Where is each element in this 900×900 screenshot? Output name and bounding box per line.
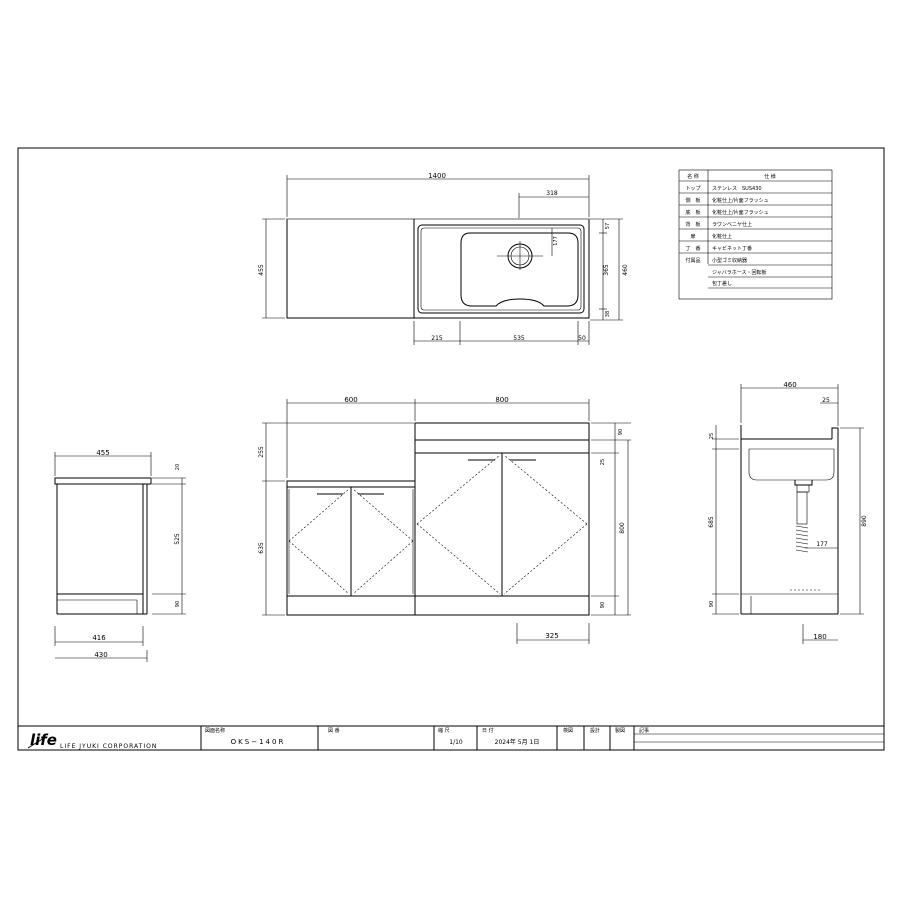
dim-25: 25 [600,459,606,465]
spec-row-value: ラワンベニヤ仕上 [712,221,752,228]
dim-318: 318 [546,190,558,197]
dim-430: 430 [94,651,107,659]
right-side-view: 460 25 25 685 90 890 177 180 [708,381,868,644]
dim-215: 215 [431,335,443,342]
dim-600: 600 [344,396,357,404]
spec-row-name: 背 板 [685,221,700,228]
dim-455: 455 [96,449,109,457]
check-label: 検図 [563,727,573,734]
drawing-name: OKS−140R [231,738,286,746]
spec-row-name: 側 板 [685,197,700,204]
front-view: 600 800 255 635 90 25 800 90 325 [258,396,631,644]
dim-325: 325 [545,632,558,640]
dim-57: 57 [605,223,611,229]
bellows-hose [795,525,809,553]
company-logo: life [30,731,57,749]
sheet-border [17,147,885,751]
dim-255: 255 [258,446,265,458]
company-name: LIFE JYUKI CORPORATION [60,743,157,750]
spec-table: 名 称 仕 様 トップ ステンレス SUS430 側 板 化粧仕上/片面フラッシ… [678,169,833,300]
drawing-name-label: 図面名称 [205,727,225,734]
left-side-view: 455 20 525 90 416 430 [54,449,186,662]
spec-row-name: 付属品 [685,257,700,264]
spec-row-name: 扉 [690,233,695,240]
spec-row-value: 化粧仕上/片面フラッシュ [712,209,769,216]
notes-label: 記事 [639,727,649,734]
dim-460: 460 [783,381,796,389]
spec-row-name: 丁 番 [685,245,700,252]
design-label: 設計 [590,727,600,734]
dim-525: 525 [174,533,181,545]
spec-row-value: キャビネット丁番 [712,245,752,252]
dim-38: 38 [605,311,611,317]
dim-800: 800 [495,396,508,404]
dim-455: 455 [258,264,265,276]
spec-row-value: ジャバラホース・回転板 [712,269,767,276]
plan-view: 1400 318 455 460 57 365 38 177 215 535 5… [258,172,629,345]
dim-177: 177 [553,236,559,246]
spec-row-name: トップ [685,186,700,192]
scale-value: 1/10 [449,739,463,746]
dim-25: 25 [709,433,715,439]
dim-635: 635 [258,542,265,554]
dim-50: 50 [578,335,586,342]
dim-180: 180 [813,633,826,641]
drain-basket [794,480,813,486]
date-label: 日 付 [482,727,494,734]
spec-row-value: 化粧仕上/片面フラッシュ [712,197,769,204]
scale-label: 縮 尺 [438,727,450,734]
dim-685: 685 [708,516,715,528]
dim-177: 177 [816,541,828,548]
spec-row-value: ステンレス SUS430 [712,186,762,192]
dim-25: 25 [822,397,830,404]
dim-20: 20 [175,464,181,470]
dim-365: 365 [603,264,610,276]
spec-row-value: 小型ゴミ収納器 [712,257,747,264]
dim-890: 890 [861,515,868,527]
dim-535: 535 [513,335,525,342]
spec-row-value: 包丁差し [712,280,732,287]
dim-800: 800 [619,522,626,534]
spec-header-name: 名 称 [687,173,699,180]
dim-90: 90 [175,601,181,607]
drawing-no-label: 図 番 [328,727,340,734]
sink-bowl [460,232,579,307]
draw-label: 製図 [615,727,625,734]
date-value: 2024年 5月 1日 [495,738,540,746]
dim-1400: 1400 [428,172,446,180]
dim-90: 90 [600,602,606,608]
dim-416: 416 [92,634,106,642]
dim-90: 90 [618,429,624,435]
spec-row-name: 底 板 [685,209,700,216]
title-block: life LIFE JYUKI CORPORATION 図面名称 OKS−140… [18,725,884,750]
spec-row-value: 化粧仕上 [712,233,732,240]
dim-90: 90 [709,601,715,607]
spec-header-spec: 仕 様 [764,173,776,180]
dim-460: 460 [622,264,629,276]
